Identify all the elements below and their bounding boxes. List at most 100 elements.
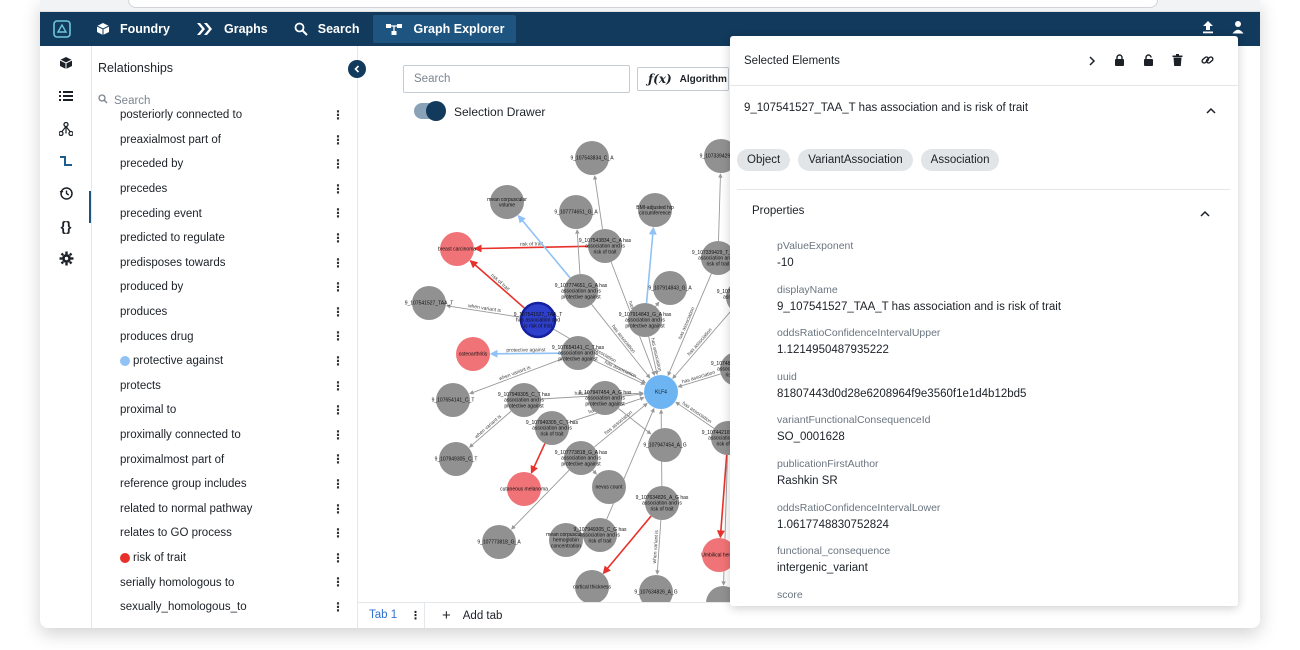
relationship-item[interactable]: produces⋮ (92, 300, 357, 325)
app-logo-icon[interactable] (40, 12, 84, 46)
url-bar[interactable] (128, 0, 1158, 8)
relationship-item[interactable]: produced by⋮ (92, 275, 357, 300)
graph-edge[interactable] (672, 310, 730, 379)
relationship-item[interactable]: protective against⋮ (92, 349, 357, 374)
graph-edge[interactable] (602, 515, 652, 575)
graph-node-circle[interactable] (645, 486, 679, 520)
graph-edge[interactable] (592, 469, 598, 475)
graph-edge[interactable] (593, 402, 648, 448)
graph-node-circle[interactable] (561, 336, 595, 370)
graph-edge[interactable] (716, 454, 728, 539)
property-value[interactable]: 1.1214950487935222 (777, 344, 889, 357)
graph-node-circle[interactable] (412, 286, 446, 320)
more-options-icon[interactable]: ⋮ (332, 476, 344, 491)
graph-edge[interactable] (473, 244, 589, 253)
graph-node-circle[interactable] (456, 337, 490, 371)
graph-search-input[interactable]: Search (403, 65, 630, 93)
graph-edge[interactable] (618, 408, 652, 435)
add-tab-button[interactable]: + Add tab (442, 607, 502, 624)
graph-node[interactable]: cutaneous melanoma (500, 472, 548, 506)
graph-node-circle[interactable] (549, 523, 583, 557)
more-options-icon[interactable]: ⋮ (332, 452, 344, 467)
graph-node-circle[interactable] (436, 383, 470, 417)
graph-node-circle[interactable] (490, 185, 524, 219)
more-options-icon[interactable]: ⋮ (332, 599, 344, 614)
relationship-item[interactable]: sexually_homologous_to⋮ (92, 595, 357, 620)
chevron-right-icon[interactable] (1088, 53, 1096, 71)
graph-edge[interactable] (489, 349, 562, 358)
graph-edge[interactable] (654, 301, 660, 307)
property-value[interactable]: -10 (777, 257, 794, 269)
relationship-item[interactable]: preceding event⋮ (92, 201, 357, 226)
more-options-icon[interactable]: ⋮ (332, 255, 344, 270)
nav-graph-explorer[interactable]: Graph Explorer (373, 15, 517, 43)
upload-icon[interactable] (1202, 20, 1214, 39)
graph-node-circle[interactable] (507, 472, 541, 506)
graph-node[interactable]: 9_107774651_G_A (554, 195, 598, 229)
relationship-item[interactable]: precedes⋮ (92, 177, 357, 202)
graph-edge[interactable] (575, 229, 581, 275)
graph-edge[interactable] (469, 410, 512, 448)
nav-foundry[interactable]: Foundry (84, 15, 182, 43)
more-options-icon[interactable]: ⋮ (332, 526, 344, 541)
graph-node[interactable]: 9_107654141_C_T (432, 383, 475, 417)
list-icon[interactable] (57, 87, 75, 105)
relationship-item[interactable]: reference group includes⋮ (92, 472, 357, 497)
graph-node-circle[interactable] (482, 525, 516, 559)
graph-node[interactable] (706, 586, 730, 602)
graph-edge[interactable] (593, 359, 646, 385)
graph-node-circle[interactable] (575, 141, 609, 175)
relationship-item[interactable]: related to normal pathway⋮ (92, 497, 357, 522)
type-chip[interactable]: Association (920, 149, 1000, 171)
trash-icon[interactable] (1172, 53, 1183, 71)
graph-node-circle[interactable] (535, 411, 569, 445)
graph-edge[interactable] (675, 401, 715, 429)
graph-node-circle[interactable] (644, 375, 678, 409)
graph-node-circle[interactable] (704, 139, 730, 173)
graph-edge[interactable] (667, 273, 712, 377)
graph-node-circle[interactable] (701, 241, 730, 275)
type-chip[interactable]: VariantAssociation (798, 149, 913, 171)
graph-node[interactable]: nevus count (592, 470, 626, 504)
graph-node-circle[interactable] (639, 575, 673, 602)
history-icon[interactable] (57, 184, 75, 202)
graph-node[interactable]: osteoarthritis (456, 337, 490, 371)
property-value[interactable]: 1.0617748830752824 (777, 518, 889, 531)
algorithm-button[interactable]: ƒ(x) Algorithm (637, 67, 729, 91)
more-options-icon[interactable]: ⋮ (332, 329, 344, 344)
code-braces-icon[interactable]: {} (60, 218, 72, 234)
tab-menu-icon[interactable]: ⋮ (410, 610, 421, 622)
graph-edge[interactable] (469, 358, 563, 395)
graph-node-circle[interactable] (628, 303, 662, 337)
graph-node-circle[interactable] (702, 538, 730, 572)
relationship-item[interactable]: produces drug⋮ (92, 324, 357, 349)
more-options-icon[interactable]: ⋮ (332, 206, 344, 221)
graph-node-circle[interactable] (564, 274, 598, 308)
more-options-icon[interactable]: ⋮ (332, 501, 344, 516)
graph-node-circle[interactable] (638, 193, 672, 227)
graph-node[interactable]: 9_107634826_A_G (634, 575, 678, 602)
tab-1[interactable]: Tab 1 (369, 609, 398, 621)
graph-edge[interactable] (645, 226, 657, 304)
selection-drawer-toggle[interactable] (414, 101, 446, 121)
graph-edge[interactable] (655, 519, 662, 575)
graph-edge[interactable] (648, 336, 659, 376)
graph-node[interactable]: 9_107541527_TAA_T (405, 286, 454, 320)
graph-node-circle[interactable] (575, 570, 609, 602)
user-icon[interactable] (1232, 20, 1244, 39)
more-options-icon[interactable]: ⋮ (332, 108, 344, 122)
graph-node-circle[interactable] (720, 352, 730, 386)
graph-edge[interactable] (718, 173, 723, 242)
object-types-icon[interactable] (57, 54, 75, 72)
